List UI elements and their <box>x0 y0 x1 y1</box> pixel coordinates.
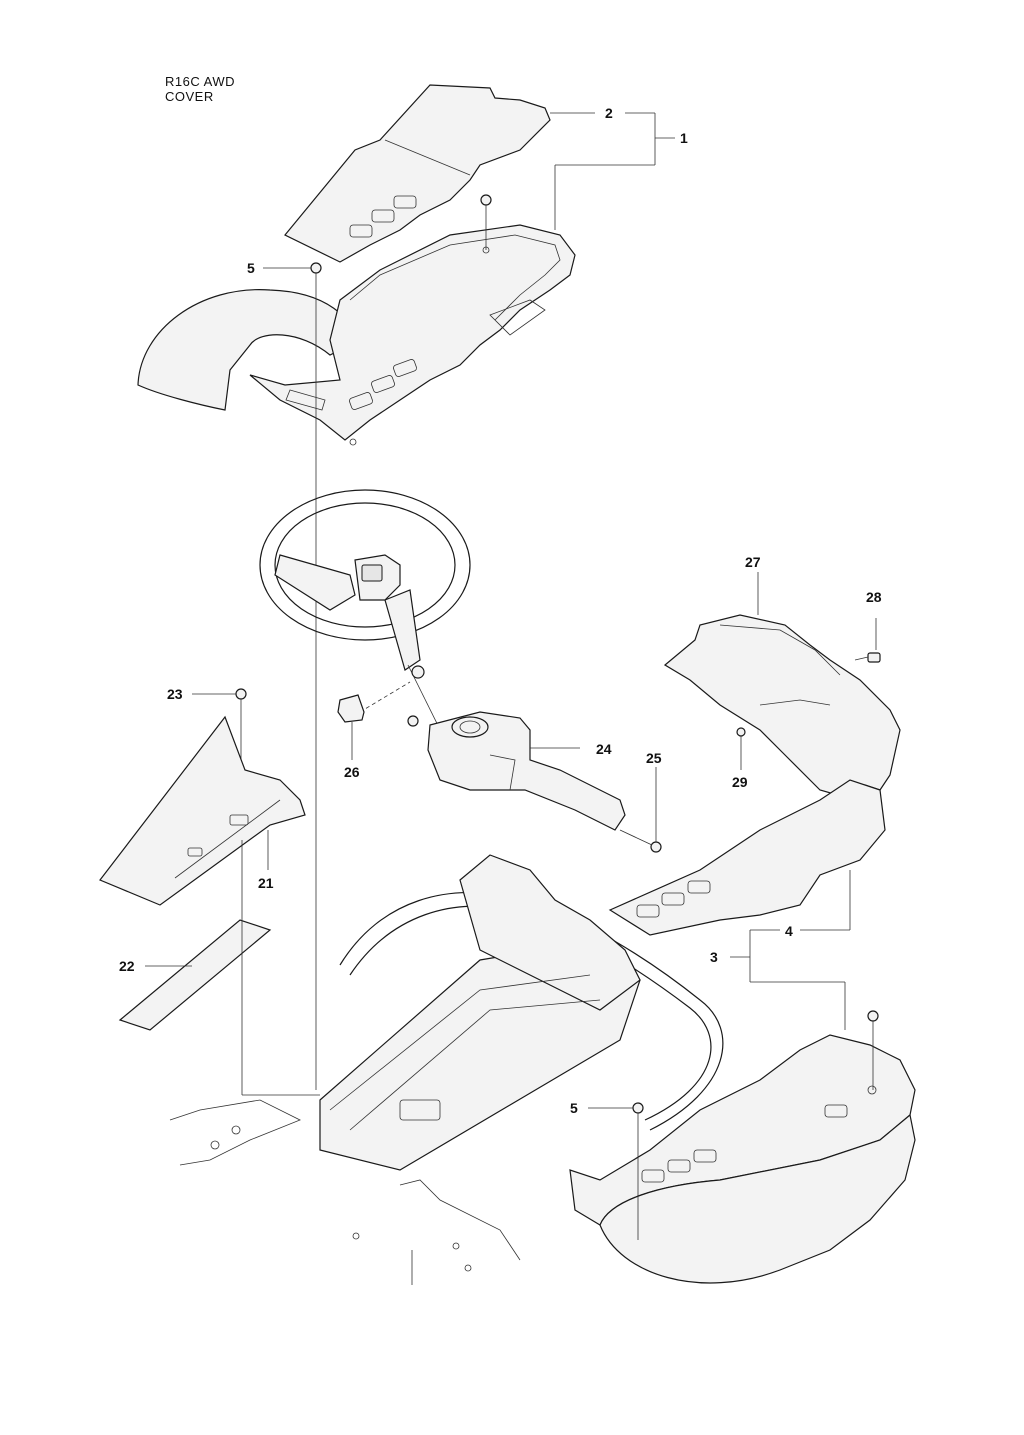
callout-21: 21 <box>258 875 274 891</box>
shaft-fittings <box>359 665 425 713</box>
section-name: COVER <box>165 89 214 104</box>
callout-1: 1 <box>680 130 688 146</box>
part-27-rear-cover <box>663 614 901 801</box>
part-2-top-mat <box>284 84 551 263</box>
callout-26: 26 <box>344 764 360 780</box>
part-25-screw <box>619 829 662 853</box>
diagram-title: R16C AWD COVER <box>165 74 235 104</box>
callout-29: 29 <box>732 774 748 790</box>
steering-wheel <box>259 489 471 791</box>
part-22-strip <box>118 919 272 1031</box>
screw-5-bottom <box>632 1010 879 1240</box>
part-21-side-panel <box>99 715 306 906</box>
callout-labels: 2 1 5 27 28 23 24 26 25 29 21 4 3 22 5 <box>119 105 882 1116</box>
part-3-lower-fender <box>569 1034 916 1284</box>
part-29-washer <box>736 727 746 770</box>
callout-28: 28 <box>866 589 882 605</box>
callout-22: 22 <box>119 958 135 974</box>
callout-23: 23 <box>167 686 183 702</box>
lower-frame-parts <box>169 1099 521 1285</box>
part-28-screw <box>854 618 881 663</box>
callout-27: 27 <box>745 554 761 570</box>
callout-25: 25 <box>646 750 662 766</box>
callout-3: 3 <box>710 949 718 965</box>
callout-2: 2 <box>605 105 613 121</box>
part-24-dash-cover <box>407 711 626 831</box>
model-name: R16C AWD <box>165 74 235 89</box>
part-26-cap <box>337 694 365 760</box>
part-1-upper-fender <box>137 224 576 446</box>
leader-lines <box>145 112 851 1109</box>
callout-4: 4 <box>785 923 793 939</box>
callout-24: 24 <box>596 741 612 757</box>
callout-5-top: 5 <box>247 260 255 276</box>
callout-5-bottom: 5 <box>570 1100 578 1116</box>
chassis-frame <box>319 854 724 1171</box>
part-4-lower-mat <box>608 779 886 936</box>
